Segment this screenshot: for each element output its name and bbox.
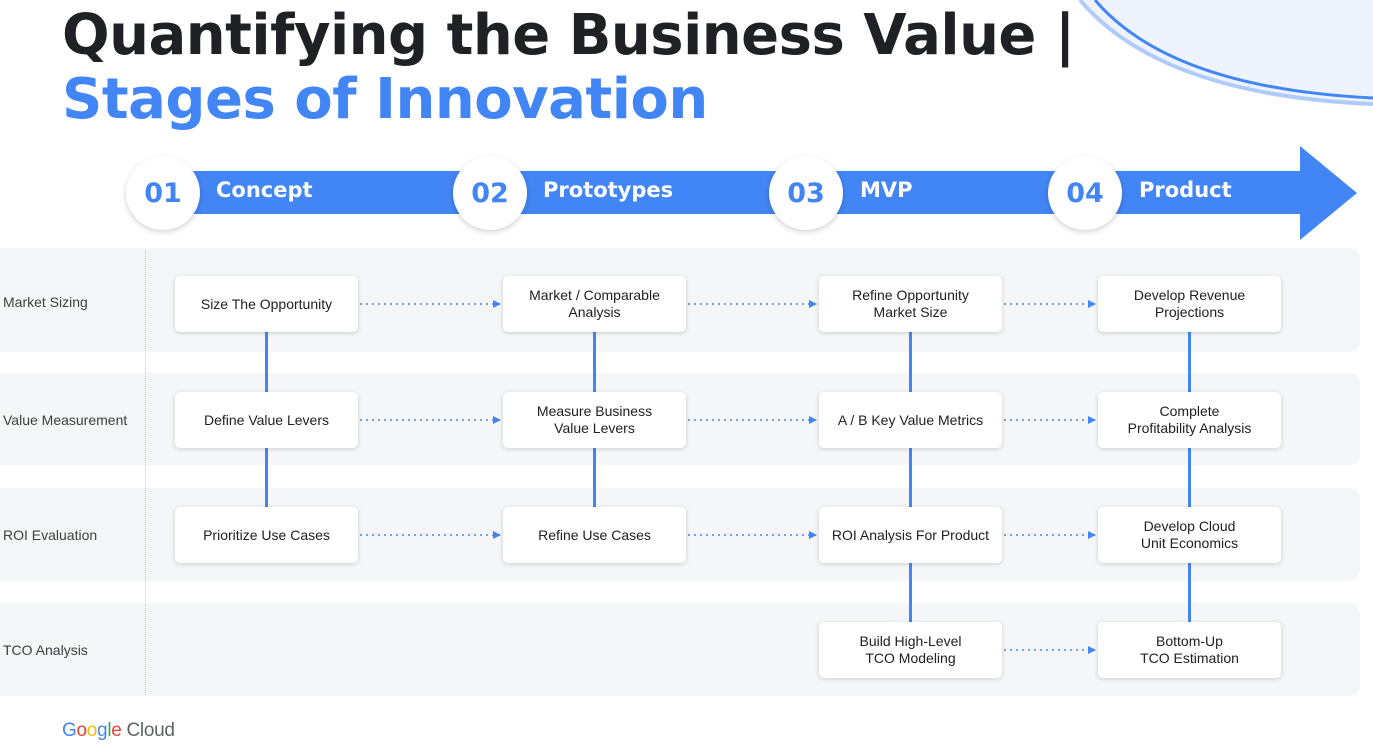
box-develop-cloud-unit-economics: Develop Cloud Unit Economics bbox=[1098, 507, 1281, 563]
stage-name-prototypes: Prototypes bbox=[543, 178, 674, 202]
box-define-value-levers: Define Value Levers bbox=[175, 392, 358, 448]
corner-swoosh-decoration bbox=[1078, 0, 1373, 106]
logo-word-google: Google bbox=[62, 720, 122, 741]
row-label-value-measurement: Value Measurement bbox=[3, 412, 128, 428]
stage-name-concept: Concept bbox=[216, 178, 313, 202]
box-bottom-up-tco-estimation: Bottom-Up TCO Estimation bbox=[1098, 622, 1281, 678]
box-build-high-level-tco-modeling: Build High-Level TCO Modeling bbox=[819, 622, 1002, 678]
box-develop-revenue-projections: Develop Revenue Projections bbox=[1098, 276, 1281, 332]
box-market-comparable-analysis: Market / Comparable Analysis bbox=[503, 276, 686, 332]
row-label-tco-analysis: TCO Analysis bbox=[3, 642, 88, 658]
stage-name-product: Product bbox=[1139, 178, 1232, 202]
box-prioritize-use-cases: Prioritize Use Cases bbox=[175, 507, 358, 563]
column-connector-product bbox=[1188, 304, 1191, 650]
stage-number-03: 03 bbox=[769, 156, 843, 230]
label-divider bbox=[145, 250, 146, 695]
title-line-2: Stages of Innovation bbox=[62, 67, 708, 132]
stage-number-02: 02 bbox=[453, 156, 527, 230]
box-complete-profitability-analysis: Complete Profitability Analysis bbox=[1098, 392, 1281, 448]
title-line-1: Quantifying the Business Value | bbox=[62, 3, 1075, 68]
logo-word-cloud: Cloud bbox=[126, 720, 175, 741]
box-roi-analysis-for-product: ROI Analysis For Product bbox=[819, 507, 1002, 563]
box-refine-opportunity-market-size: Refine Opportunity Market Size bbox=[819, 276, 1002, 332]
box-measure-business-value-levers: Measure Business Value Levers bbox=[503, 392, 686, 448]
stage-name-mvp: MVP bbox=[860, 178, 913, 202]
box-size-the-opportunity: Size The Opportunity bbox=[175, 276, 358, 332]
row-label-roi-evaluation: ROI Evaluation bbox=[3, 527, 98, 543]
column-connector-mvp bbox=[909, 304, 912, 650]
stage-number-01: 01 bbox=[126, 156, 200, 230]
stage-number-04: 04 bbox=[1048, 156, 1122, 230]
box-ab-key-value-metrics: A / B Key Value Metrics bbox=[819, 392, 1002, 448]
google-cloud-logo: Google Cloud bbox=[62, 720, 175, 742]
row-label-market-sizing: Market Sizing bbox=[3, 294, 88, 310]
box-refine-use-cases: Refine Use Cases bbox=[503, 507, 686, 563]
